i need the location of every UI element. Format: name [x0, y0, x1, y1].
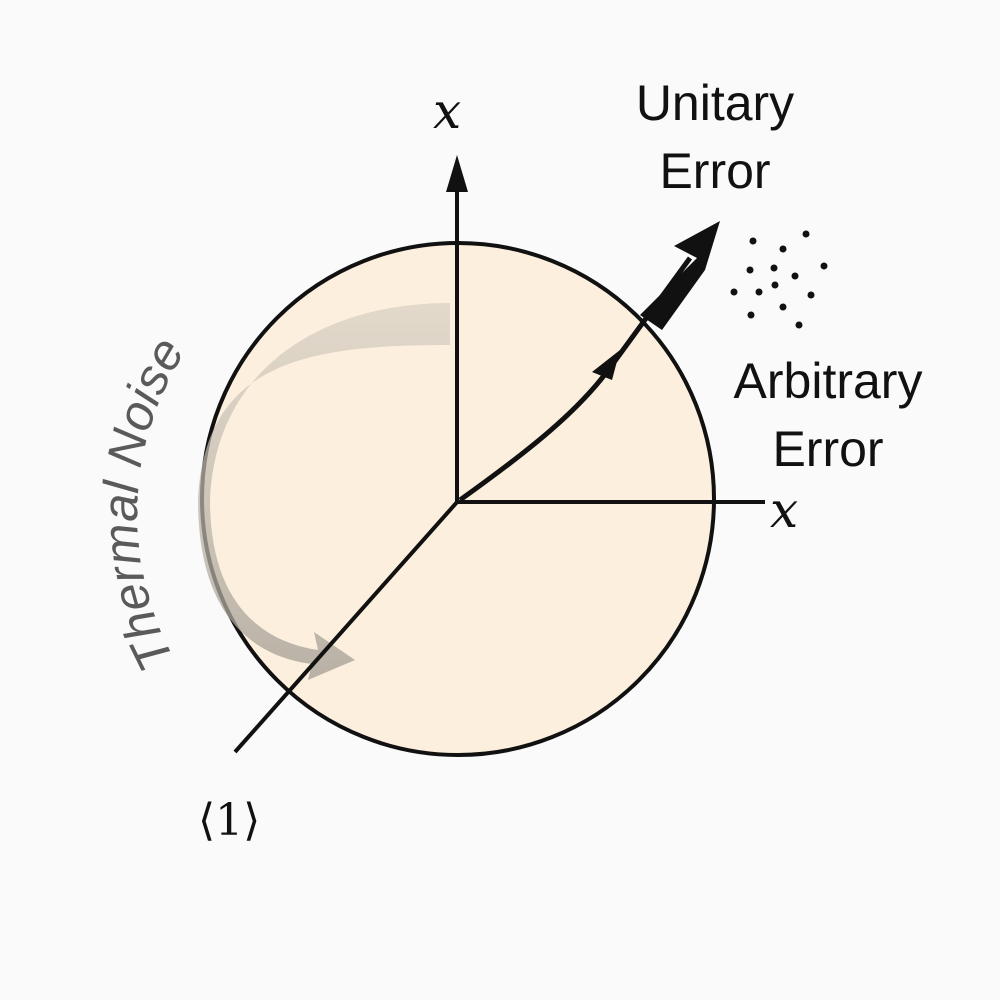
thermal-noise-arrow — [198, 303, 450, 680]
scatter-dot — [730, 288, 738, 296]
scatter-dot — [820, 262, 828, 270]
unitary-error-label-line1: Unitary — [636, 75, 794, 131]
scatter-dot — [791, 272, 799, 280]
scatter-dot — [746, 266, 754, 274]
unitary-error-arrowhead-small — [592, 350, 620, 380]
scatter-dot — [749, 237, 757, 245]
unitary-error-label-line2: Error — [659, 143, 770, 199]
scatter-dot — [747, 311, 755, 319]
arbitrary-error-label-line2: Error — [772, 421, 883, 477]
vertical-axis-label: x — [433, 82, 461, 140]
scatter-dot — [802, 230, 810, 238]
scatter-dot — [771, 281, 779, 289]
horizontal-axis-label: x — [770, 481, 798, 539]
arbitrary-error-scatter — [730, 230, 828, 329]
thermal-noise-label-path: Thermal Noise — [92, 328, 195, 680]
vertical-axis-arrowhead — [446, 155, 468, 192]
scatter-dot — [807, 291, 815, 299]
scatter-dot — [779, 245, 787, 253]
thermal-noise-label: Thermal Noise — [92, 328, 195, 680]
scatter-dot — [770, 264, 778, 272]
scatter-dot — [779, 303, 787, 311]
arbitrary-error-label-line1: Arbitrary — [734, 353, 923, 409]
unitary-error-arrowhead — [640, 221, 720, 330]
diagonal-axis-label: ⟨1⟩ — [198, 795, 260, 846]
scatter-dot — [755, 288, 763, 296]
scatter-dot — [795, 321, 803, 329]
diagonal-axis-line — [233, 499, 460, 754]
